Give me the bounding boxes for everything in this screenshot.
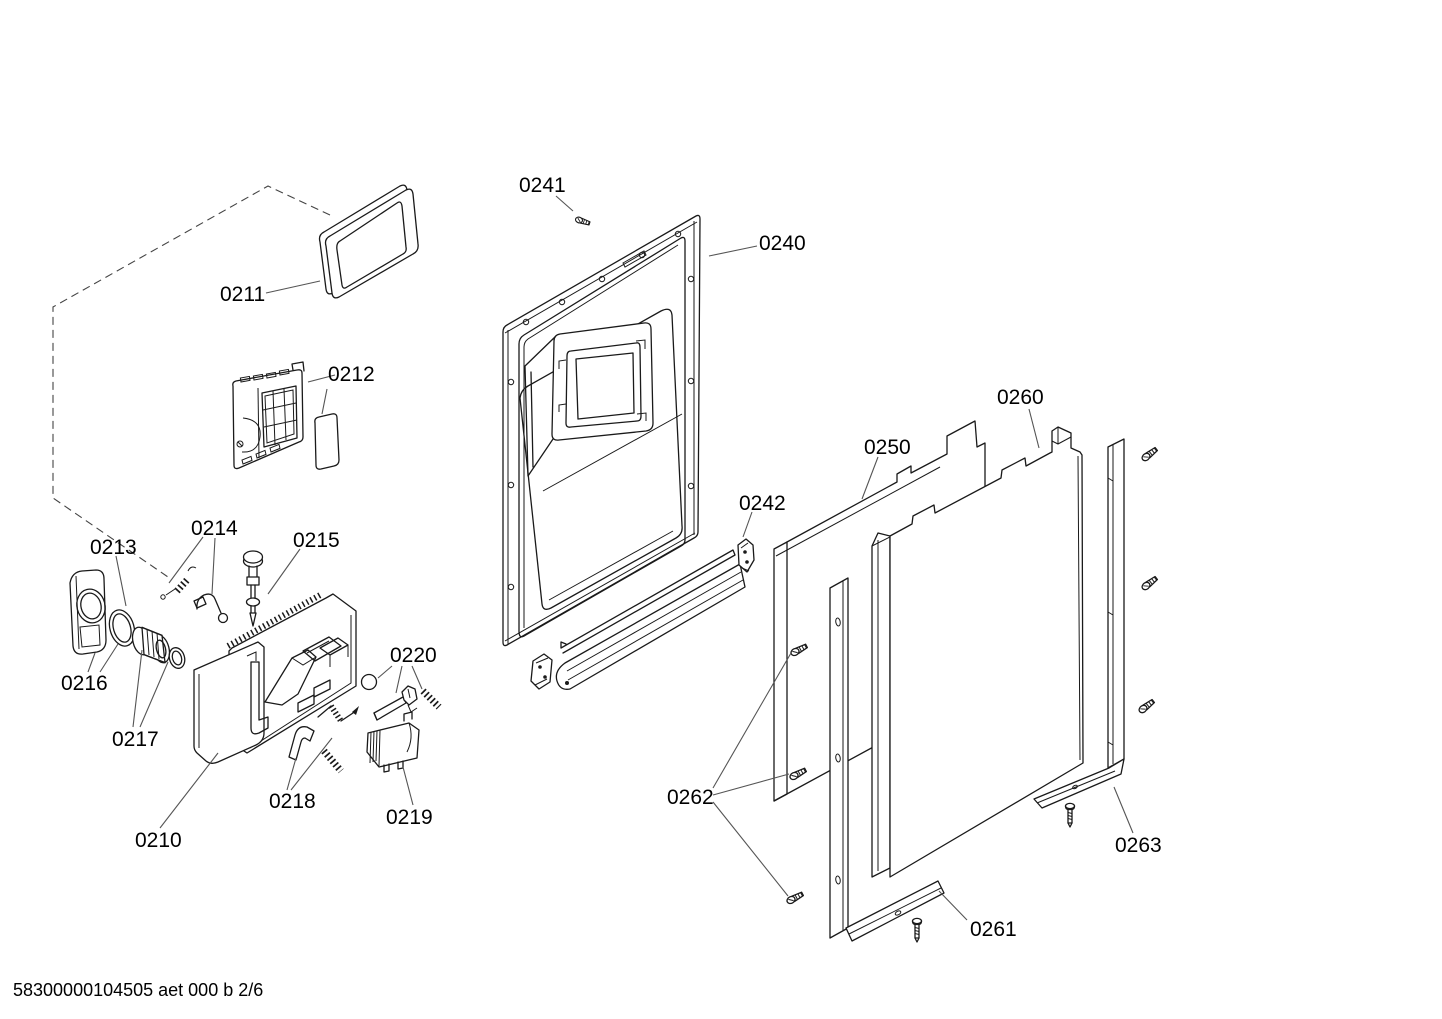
part-0220-crank-set	[360, 673, 442, 721]
part-0261-frame-trim	[829, 577, 945, 942]
part-0262-screws	[785, 642, 809, 906]
part-label-0210: 0210	[135, 829, 182, 852]
part-label-0213: 0213	[90, 536, 137, 559]
part-0210-dispenser	[193, 591, 357, 764]
part-label-0261: 0261	[970, 918, 1017, 941]
part-0217-sleeve	[131, 626, 186, 669]
part-label-0211: 0211	[220, 283, 265, 306]
document-number: 58300000104505 aet 000 b 2/6	[13, 980, 263, 1000]
part-0219-solenoid	[366, 711, 420, 773]
part-0240-inner-door-panel	[502, 214, 701, 647]
part-label-0260: 0260	[997, 386, 1044, 409]
part-label-0212: 0212	[328, 363, 375, 386]
part-label-0215: 0215	[293, 529, 340, 552]
part-label-0262: 0262	[667, 786, 714, 809]
part-label-0240: 0240	[759, 232, 806, 255]
part-label-0250: 0250	[864, 436, 911, 459]
leader-lines	[87, 195, 1134, 921]
projection-dashed-lines	[52, 185, 331, 578]
part-label-0242: 0242	[739, 492, 786, 515]
part-label-0220: 0220	[390, 644, 437, 667]
part-0216-cover-plate	[69, 569, 107, 655]
part-0214-spring-lever	[160, 566, 229, 624]
part-0260-outer-door-panel	[871, 426, 1084, 878]
part-labels: 0210 0211 0212 0213 0214 0215 0216 0217 …	[61, 174, 1162, 941]
part-0263-side-trim	[1033, 438, 1125, 809]
part-0213-o-ring	[108, 609, 136, 647]
part-0242-trim-strip	[530, 538, 755, 690]
part-0215-plunger	[242, 550, 264, 627]
part-0211-window-frame	[318, 184, 419, 299]
part-label-0241: 0241	[519, 174, 566, 197]
part-label-0216: 0216	[61, 672, 108, 695]
part-0241-screw	[574, 215, 591, 227]
part-label-0219: 0219	[386, 806, 433, 829]
part-0218-linkage	[288, 704, 359, 774]
part-label-0214: 0214	[191, 517, 238, 540]
part-label-0217: 0217	[112, 728, 159, 751]
part-0212-vent-frame	[232, 361, 340, 470]
part-label-0263: 0263	[1115, 834, 1162, 857]
part-label-0218: 0218	[269, 790, 316, 813]
